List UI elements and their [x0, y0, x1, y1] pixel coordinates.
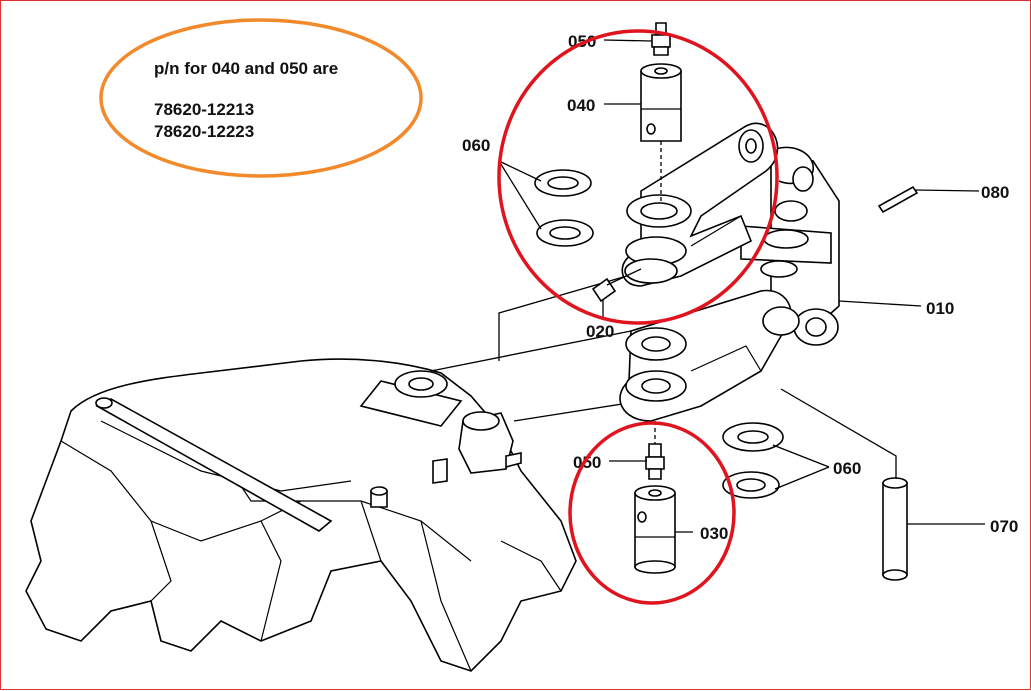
grease-nipple-050-bottom: [645, 443, 665, 480]
washer-060-bottom-1: [722, 422, 784, 452]
leader-060-top-a: [498, 160, 542, 182]
washer-060-top-2: [536, 219, 594, 247]
kingpin-030: [634, 485, 676, 574]
note-part-number-1: 78620-12213: [154, 100, 254, 119]
note-part-number-2: 78620-12223: [154, 122, 254, 141]
callout-030: 030: [700, 524, 728, 543]
pin-080: [877, 185, 919, 214]
callout-060-bottom: 060: [833, 459, 861, 478]
bracket-010: [740, 146, 840, 346]
highlight-circle-top: [497, 29, 779, 325]
base-casting: [25, 358, 577, 672]
upper-knuckle-arm: [621, 122, 779, 287]
note-ellipse: [99, 18, 423, 178]
kingpin-040: [640, 63, 682, 142]
highlight-circle-bottom: [568, 421, 736, 605]
leader-050-top: [603, 39, 653, 42]
callout-040: 040: [567, 96, 595, 115]
leader-010: [838, 300, 922, 307]
callout-060-top: 060: [462, 136, 490, 155]
grease-nipple-020: [591, 268, 642, 303]
pin-070-leader: [780, 388, 897, 479]
assembly-leader-line: [513, 400, 642, 422]
callout-010: 010: [926, 299, 954, 318]
callout-020: 020: [586, 322, 614, 341]
washer-060-top-1: [534, 169, 592, 197]
washer-060-bottom-2: [722, 471, 780, 499]
callout-080: 080: [981, 183, 1009, 202]
callout-070: 070: [990, 517, 1018, 536]
lower-knuckle-arm: [619, 289, 800, 422]
note-title: p/n for 040 and 050 are: [154, 59, 338, 78]
grease-nipple-050-top: [651, 22, 671, 56]
leader-060-top-b: [498, 160, 542, 230]
pin-070: [882, 477, 908, 581]
leader-060-bottom-a: [772, 444, 830, 468]
assembly-leader-line: [430, 330, 632, 372]
leader-080: [914, 189, 980, 192]
leader-060-bottom-b: [774, 466, 830, 490]
